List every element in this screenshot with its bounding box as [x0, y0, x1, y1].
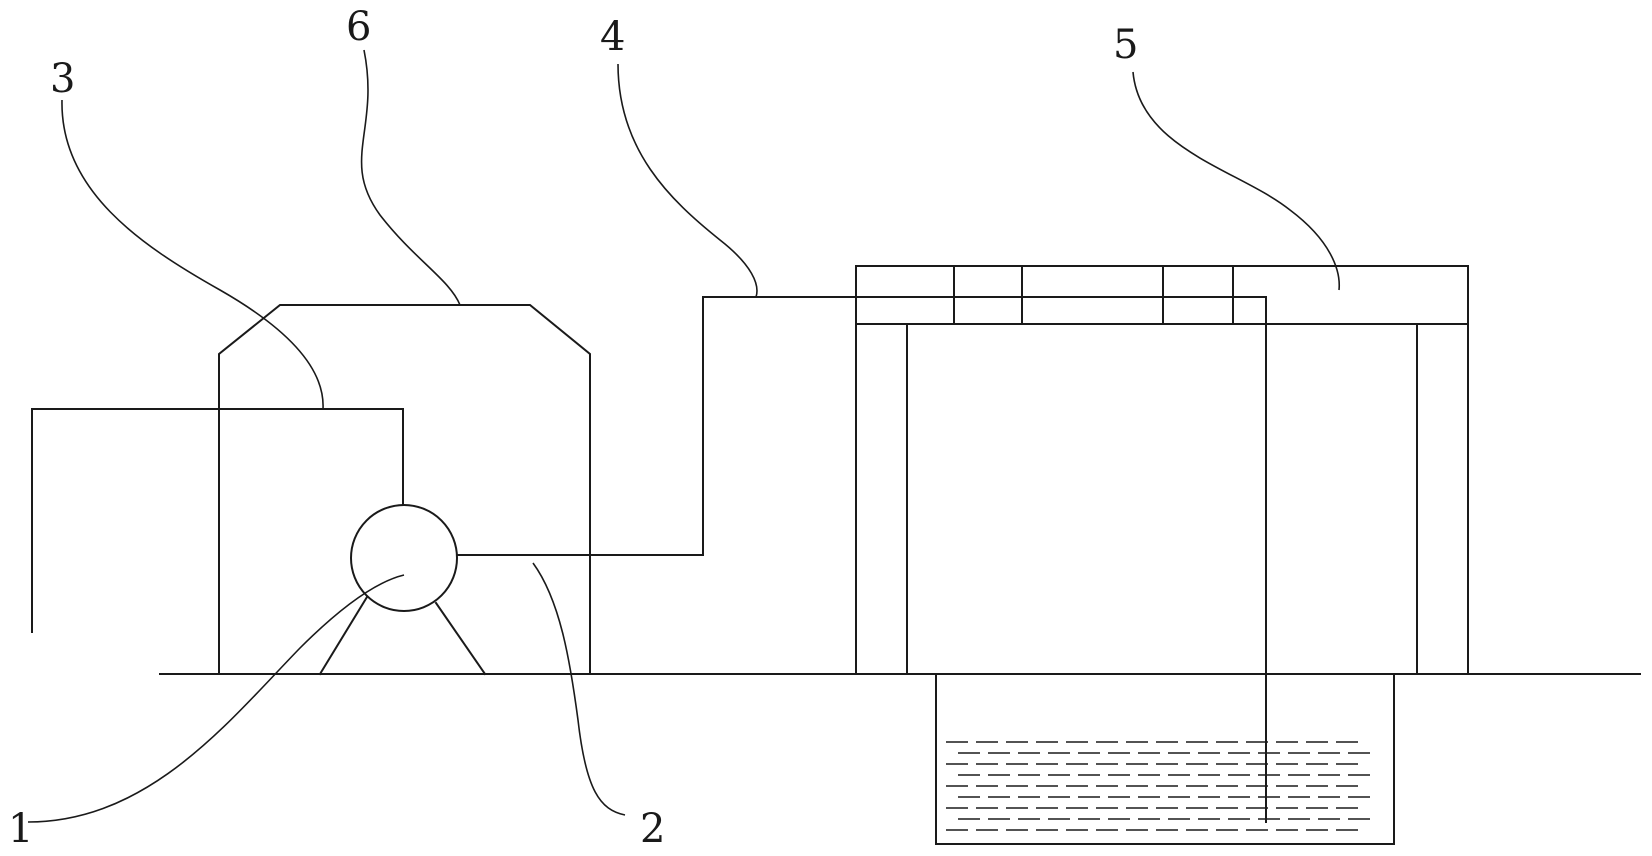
- water-surface-lines: [946, 741, 1370, 831]
- label-5: 5: [1113, 22, 1138, 68]
- leader-line-3: [61, 99, 324, 410]
- label-2: 2: [640, 806, 665, 852]
- leader-line-6: [360, 49, 461, 306]
- frame-right-column: [1416, 323, 1469, 675]
- leader-line-1: [27, 574, 405, 823]
- inlet-pipe: [31, 408, 404, 633]
- label-3: 3: [50, 56, 75, 102]
- leader-line-5: [1132, 71, 1341, 291]
- label-1: 1: [8, 806, 33, 852]
- leader-line-2: [532, 562, 626, 816]
- label-6: 6: [346, 4, 371, 50]
- pump-stand-left-leg: [318, 595, 369, 676]
- outlet-pipe: [456, 296, 1267, 823]
- pump-circle: [350, 504, 458, 612]
- leader-line-4: [617, 63, 758, 298]
- frame-left-column: [855, 323, 908, 675]
- housing-enclosure: [218, 304, 591, 675]
- pump-stand-right-leg: [434, 601, 487, 676]
- label-4: 4: [600, 14, 625, 60]
- water-tank: [935, 673, 1395, 845]
